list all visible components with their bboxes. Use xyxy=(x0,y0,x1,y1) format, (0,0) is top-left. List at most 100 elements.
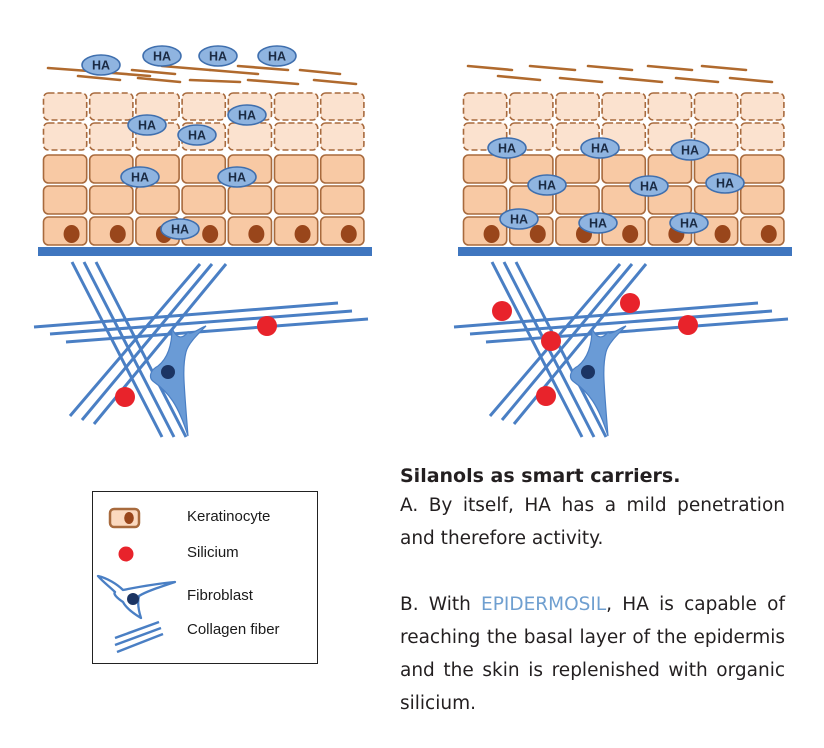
ha-oval xyxy=(142,45,182,67)
silicium-dot xyxy=(678,315,698,335)
fibroblast xyxy=(149,325,207,437)
ha-label: HA xyxy=(131,171,149,185)
ha-label: HA xyxy=(268,50,286,64)
collagen-fiber xyxy=(453,301,759,329)
keratinocyte-nucleus xyxy=(760,225,777,243)
legend-label: Collagen fiber xyxy=(187,621,280,638)
fibroblast-icon xyxy=(96,574,177,620)
legend-item-collagen-fiber: Collagen fiber xyxy=(93,616,317,654)
ha-molecule: HA xyxy=(142,45,182,67)
ha-oval xyxy=(629,175,669,197)
ha-label: HA xyxy=(188,129,206,143)
caption-b-suffix: , HA is capable of reaching the basal la… xyxy=(400,594,786,714)
ha-oval xyxy=(160,218,200,240)
keratinocyte-cell xyxy=(319,154,365,184)
keratinocyte-cell xyxy=(181,185,227,215)
keratinocyte-nucleus xyxy=(202,225,219,243)
corneum-flake xyxy=(646,64,694,72)
corneum-flake xyxy=(674,76,720,84)
collagen-fiber xyxy=(49,309,353,336)
keratinocyte-cell xyxy=(555,185,600,215)
keratinocyte-nucleus xyxy=(714,225,731,243)
corneum-flake xyxy=(496,74,542,82)
brand-name: EPIDERMOSIL xyxy=(481,594,607,615)
ha-label: HA xyxy=(238,109,256,123)
corneum-flake xyxy=(618,76,664,84)
ha-label: HA xyxy=(589,217,607,231)
collagen-fiber xyxy=(82,261,176,438)
corneum-flake xyxy=(136,76,182,84)
basal-membrane xyxy=(458,247,792,256)
keratinocyte-cell xyxy=(42,154,88,184)
silicium-dot xyxy=(257,316,277,336)
keratinocyte-upper-cell xyxy=(88,122,134,151)
collagen-fiber xyxy=(70,261,164,438)
ha-oval xyxy=(127,114,167,136)
keratinocyte-upper-cell xyxy=(273,92,319,121)
keratinocyte-upper-cell xyxy=(508,92,554,121)
collagen-fiber xyxy=(33,301,339,329)
keratinocyte-nucleus xyxy=(63,225,80,243)
ha-label: HA xyxy=(228,171,246,185)
ha-oval xyxy=(217,166,257,188)
keratinocyte-upper-cell xyxy=(273,122,319,151)
collagen-fiber xyxy=(512,263,648,425)
caption: Silanols as smart carriers. A. By itself… xyxy=(400,463,785,720)
ha-label: HA xyxy=(510,213,528,227)
legend-label: Keratinocyte xyxy=(187,508,271,525)
corneum-flake xyxy=(208,68,260,76)
corneum-flake xyxy=(130,68,177,76)
keratinocyte-upper-cell xyxy=(739,92,785,121)
corneum-flake xyxy=(700,64,748,72)
ha-label: HA xyxy=(92,59,110,73)
ha-oval xyxy=(198,45,238,67)
ha-molecule: HA xyxy=(257,45,297,67)
legend-item-fibroblast: Fibroblast xyxy=(93,572,317,620)
ha-oval xyxy=(81,54,121,76)
keratinocyte-cell xyxy=(601,154,647,184)
fibroblast-nucleus xyxy=(581,365,595,379)
collagen-fiber xyxy=(490,261,584,438)
keratinocyte-cell xyxy=(647,154,693,184)
keratinocyte-cell xyxy=(462,185,508,215)
collagen-fiber xyxy=(68,263,202,417)
ha-molecule: HA xyxy=(81,54,121,76)
ha-oval xyxy=(120,166,160,188)
silicium-dot xyxy=(115,387,135,407)
keratinocyte-cell xyxy=(42,185,88,215)
caption-b-prefix: B. With xyxy=(400,594,482,615)
keratinocyte-nucleus xyxy=(622,225,639,243)
keratinocyte-nucleus xyxy=(529,225,546,243)
collagen-fiber-icon xyxy=(114,620,164,654)
corneum-flake xyxy=(558,76,604,84)
ha-molecule: HA xyxy=(670,139,710,161)
corneum-flake xyxy=(160,64,212,72)
keratinocyte-icon xyxy=(108,507,141,529)
keratinocyte-upper-cell xyxy=(601,92,647,121)
fibroblast-nucleus xyxy=(161,365,175,379)
keratinocyte-nucleus xyxy=(294,225,311,243)
keratinocyte-cell xyxy=(273,185,319,215)
collagen-fiber xyxy=(485,317,789,344)
keratinocyte-upper-cell xyxy=(555,92,600,121)
collagen-fiber xyxy=(500,263,634,421)
caption-title: Silanols as smart carriers. xyxy=(400,465,681,487)
ha-molecule: HA xyxy=(160,218,200,240)
corneum-flake xyxy=(728,76,774,84)
ha-molecule: HA xyxy=(177,124,217,146)
corneum-flake xyxy=(246,78,300,86)
ha-molecule: HA xyxy=(120,166,160,188)
ha-molecule: HA xyxy=(669,212,709,234)
ha-molecule: HA xyxy=(527,174,567,196)
ha-oval xyxy=(669,212,709,234)
ha-label: HA xyxy=(640,180,658,194)
corneum-flake xyxy=(466,64,514,72)
keratinocyte-cell xyxy=(135,185,180,215)
keratinocyte-upper-cell xyxy=(739,122,785,151)
ha-molecule: HA xyxy=(705,172,745,194)
legend-label: Fibroblast xyxy=(187,587,253,604)
ha-label: HA xyxy=(591,142,609,156)
caption-paragraph-b: B. With EPIDERMOSIL, HA is capable of re… xyxy=(400,588,785,720)
collagen-fiber xyxy=(65,317,369,344)
corneum-flake xyxy=(528,64,577,72)
